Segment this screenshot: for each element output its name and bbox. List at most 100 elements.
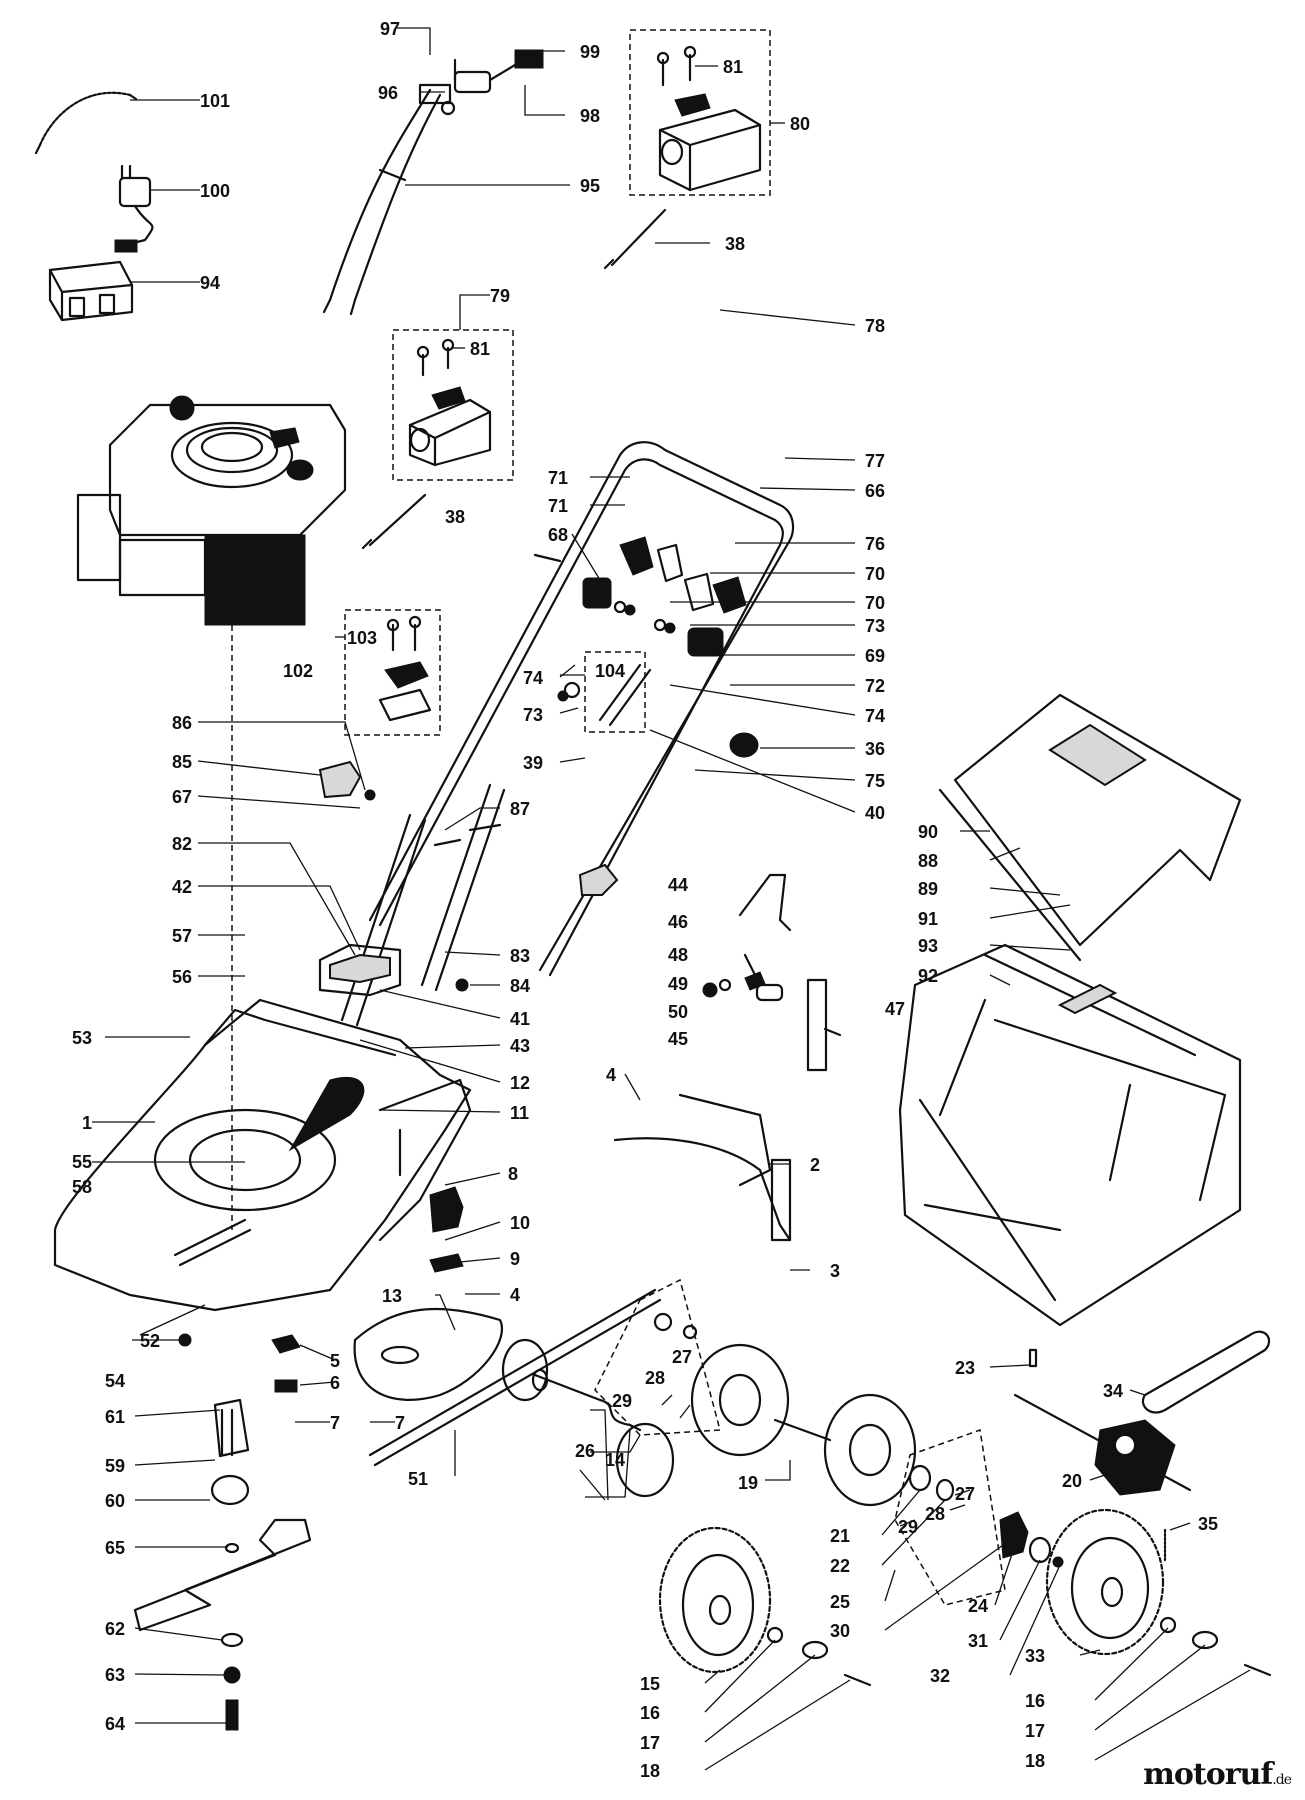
- part-19-wheel-disc: [690, 1343, 917, 1507]
- part-label-5: 5: [330, 1351, 340, 1371]
- part-9-clip: [429, 1253, 464, 1273]
- part-label-101: 101: [200, 91, 230, 111]
- watermark-name: motoruf: [1143, 1757, 1273, 1792]
- part-label-32: 32: [930, 1666, 950, 1686]
- part-label-50: 50: [668, 1002, 688, 1022]
- part-label-73: 73: [865, 616, 885, 636]
- part-label-92: 92: [918, 966, 938, 986]
- part-label-3: 3: [830, 1261, 840, 1281]
- part-label-49: 49: [668, 974, 688, 994]
- part-label-11: 11: [510, 1103, 529, 1123]
- part-label-8: 8: [508, 1164, 518, 1184]
- part-label-23: 23: [955, 1358, 975, 1378]
- part-34-belt: [1141, 1330, 1271, 1414]
- part-31-bushing: [1028, 1536, 1052, 1564]
- part-label-73: 73: [523, 705, 543, 725]
- part-label-17: 17: [640, 1733, 660, 1753]
- part-86-washer: [364, 789, 376, 801]
- part-label-47: 47: [885, 999, 905, 1019]
- part-wing-knob-right: [578, 863, 619, 896]
- part-label-48: 48: [668, 945, 688, 965]
- part-label-93: 93: [918, 936, 938, 956]
- part-95-cable-harness: [322, 88, 442, 316]
- part-label-67: 67: [172, 787, 192, 807]
- part-label-56: 56: [172, 967, 192, 987]
- part-label-18: 18: [640, 1761, 660, 1781]
- part-label-40: 40: [865, 803, 885, 823]
- part-label-7: 7: [395, 1413, 405, 1433]
- part-104-box: [557, 651, 652, 733]
- part-label-2: 2: [810, 1155, 820, 1175]
- part-82-lower-tube: [340, 813, 427, 1027]
- part-label-104: 104: [595, 661, 625, 681]
- part-label-58: 58: [72, 1177, 92, 1197]
- part-18-screw: [843, 1673, 872, 1687]
- part-label-102: 102: [283, 661, 313, 681]
- part-label-44: 44: [668, 875, 688, 895]
- part-label-84: 84: [510, 976, 530, 996]
- part-label-103: 103: [347, 628, 377, 648]
- part-label-95: 95: [580, 176, 600, 196]
- part-label-60: 60: [105, 1491, 125, 1511]
- part-label-46: 46: [668, 912, 688, 932]
- part-87-bolt: [433, 823, 502, 847]
- part-label-38: 38: [445, 507, 465, 527]
- part-13-plate: [353, 1307, 503, 1401]
- part-17-cap-right: [1191, 1630, 1219, 1650]
- part-label-28: 28: [925, 1504, 945, 1524]
- part-label-7: 7: [330, 1413, 340, 1433]
- part-blade-assembly: [133, 1398, 312, 1731]
- part-label-99: 99: [580, 42, 600, 62]
- part-label-54: 54: [105, 1371, 125, 1391]
- part-102-switch-box: [344, 609, 441, 736]
- part-label-1: 1: [82, 1113, 92, 1133]
- part-label-96: 96: [378, 83, 398, 103]
- part-label-25: 25: [830, 1592, 850, 1612]
- part-66-handle: [368, 441, 795, 977]
- part-label-61: 61: [105, 1407, 125, 1427]
- part-25-group: [894, 1428, 1006, 1606]
- part-label-77: 77: [865, 451, 885, 471]
- part-engine: [76, 395, 347, 1230]
- part-label-81: 81: [723, 57, 743, 77]
- part-label-9: 9: [510, 1249, 520, 1269]
- part-label-16: 16: [1025, 1691, 1045, 1711]
- part-label-51: 51: [408, 1469, 428, 1489]
- part-label-76: 76: [865, 534, 885, 554]
- part-label-63: 63: [105, 1665, 125, 1685]
- part-96-99-switch-clip: [418, 49, 544, 116]
- part-17-cap: [801, 1640, 829, 1660]
- part-label-39: 39: [523, 753, 543, 773]
- part-84-nut: [455, 978, 469, 992]
- watermark: motoruf.de: [1143, 1757, 1292, 1792]
- part-label-86: 86: [172, 713, 192, 733]
- part-44-50-lever: [702, 873, 842, 1072]
- part-label-19: 19: [738, 1473, 758, 1493]
- part-label-27: 27: [672, 1347, 692, 1367]
- part-label-29: 29: [612, 1391, 632, 1411]
- part-label-71: 71: [548, 468, 568, 488]
- part-label-42: 42: [172, 877, 192, 897]
- part-label-16: 16: [640, 1703, 660, 1723]
- part-26-group: [594, 1278, 721, 1436]
- part-label-33: 33: [1025, 1646, 1045, 1666]
- part-label-21: 21: [830, 1526, 850, 1546]
- part-label-74: 74: [523, 668, 543, 688]
- part-label-26: 26: [575, 1441, 595, 1461]
- watermark-tld: .de: [1272, 1772, 1292, 1788]
- part-label-90: 90: [918, 822, 938, 842]
- part-20-gearbox: [1013, 1393, 1192, 1496]
- part-label-80: 80: [790, 114, 810, 134]
- part-label-35: 35: [1198, 1514, 1218, 1534]
- part-label-100: 100: [200, 181, 230, 201]
- part-label-74: 74: [865, 706, 885, 726]
- part-100-charger: [114, 164, 154, 253]
- part-5-clip: [271, 1334, 301, 1354]
- part-label-64: 64: [105, 1714, 125, 1734]
- part-label-22: 22: [830, 1556, 850, 1576]
- part-label-83: 83: [510, 946, 530, 966]
- part-32-nut: [1052, 1556, 1064, 1568]
- part-label-6: 6: [330, 1373, 340, 1393]
- part-label-89: 89: [918, 879, 938, 899]
- part-83-lower-tube: [420, 783, 506, 992]
